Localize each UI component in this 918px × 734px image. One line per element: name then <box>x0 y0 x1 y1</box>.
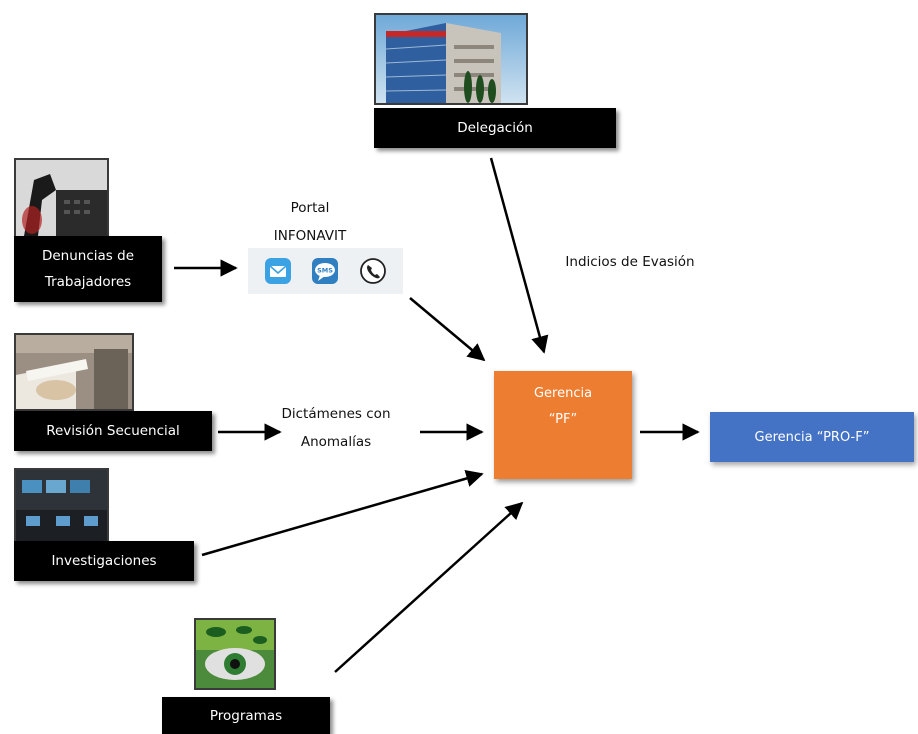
denuncias-label-line2: Trabajadores <box>44 274 132 290</box>
programas-label: Programas <box>209 707 283 724</box>
denuncias-box: Denuncias de Trabajadores <box>14 236 162 302</box>
telephone-image <box>14 158 109 238</box>
svg-text:SMS: SMS <box>318 267 334 275</box>
denuncias-label-line1: Denuncias de <box>41 248 134 264</box>
investigaciones-label: Investigaciones <box>51 553 157 569</box>
arrow-programas-to-pf <box>334 501 524 673</box>
revision-label: Revisión Secuencial <box>46 423 180 439</box>
investigaciones-box: Investigaciones <box>14 541 194 581</box>
indicios-label: Indicios de Evasión <box>540 248 720 276</box>
delegacion-box: Delegación <box>374 108 616 148</box>
portal-icons-strip: SMS <box>248 248 403 294</box>
delegacion-building-image <box>374 13 528 105</box>
portal-label-line1: Portal <box>290 200 330 216</box>
indicios-label-text: Indicios de Evasión <box>565 254 695 270</box>
revision-box: Revisión Secuencial <box>14 411 212 451</box>
arrow-portal-to-pf <box>409 297 486 362</box>
gerencia-prof-label: Gerencia “PRO-F” <box>754 429 870 445</box>
dictamenes-label-line2: Anomalías <box>300 434 372 450</box>
dictamenes-label: Dictámenes con Anomalías <box>268 400 404 456</box>
arrow-delegacion-to-pf <box>489 157 549 354</box>
gerencia-prof-box: Gerencia “PRO-F” <box>710 412 914 462</box>
arrow-investigaciones-to-pf <box>201 469 484 557</box>
eye-world-image <box>194 618 276 690</box>
sms-icon: SMS <box>310 256 340 286</box>
programas-box: Programas <box>162 697 330 734</box>
phone-icon <box>358 256 388 286</box>
monitoring-room-image <box>14 468 109 546</box>
portal-label: Portal INFONAVIT <box>250 194 370 250</box>
gerencia-pf-label-line2: “PF” <box>548 412 578 427</box>
document-review-image <box>14 333 134 411</box>
portal-label-line2: INFONAVIT <box>273 228 347 244</box>
email-icon <box>263 256 293 286</box>
gerencia-pf-box: Gerencia “PF” <box>494 371 632 479</box>
dictamenes-label-line1: Dictámenes con <box>281 406 391 422</box>
delegacion-label: Delegación <box>457 120 533 136</box>
gerencia-pf-label-line1: Gerencia <box>533 386 593 401</box>
